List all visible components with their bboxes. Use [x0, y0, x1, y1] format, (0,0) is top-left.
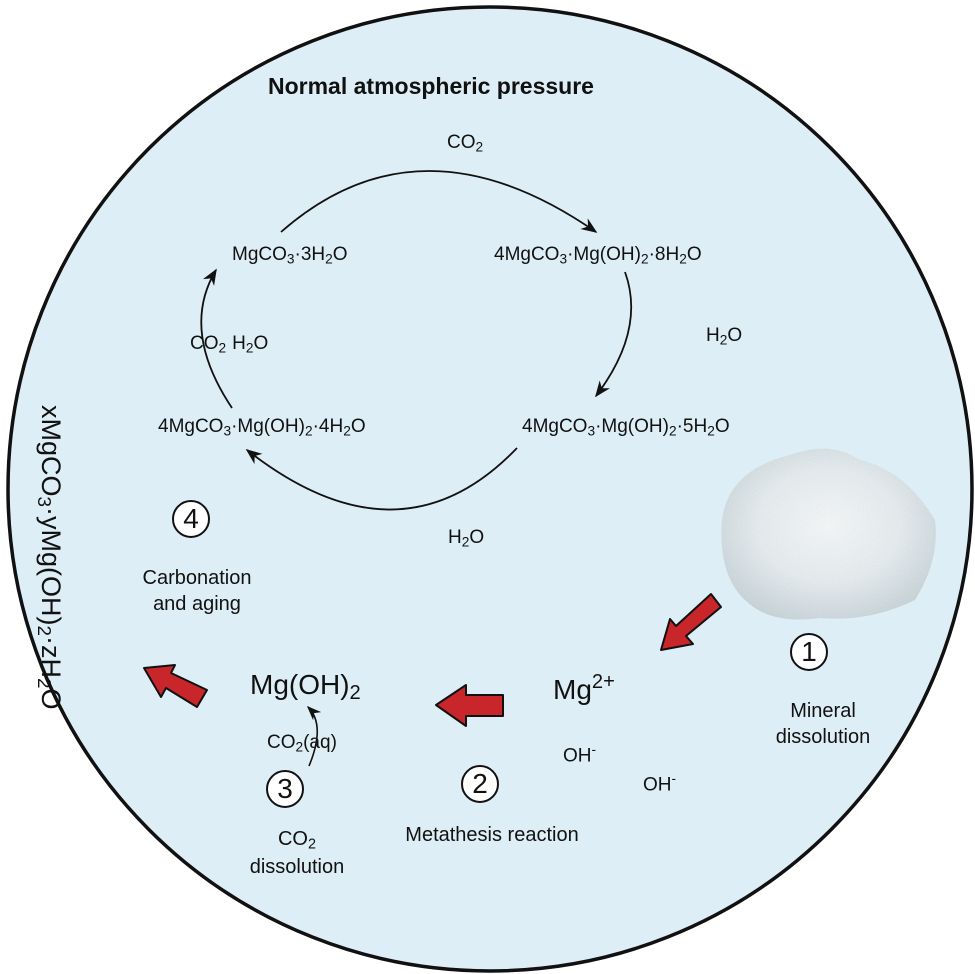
- species-co2-aq: CO2(aq): [267, 732, 337, 755]
- compound-hydromagnesite-4h2o: 4MgCO3·Mg(OH)2·4H2O: [158, 416, 366, 439]
- step-1-marker: 1: [790, 633, 828, 671]
- diagram-title: Normal atmospheric pressure: [268, 73, 594, 99]
- compound-mgco3-3h2o: MgCO3·3H2O: [232, 244, 348, 267]
- species-mg2-ion: Mg2+: [553, 671, 615, 706]
- arc-right-h2o: [595, 271, 633, 398]
- reagent-right-h2o: H2O: [706, 325, 743, 348]
- species-mg-oh2: Mg(OH)2: [250, 669, 361, 705]
- arc-co2aq-to-mgoh2: [306, 705, 322, 767]
- reaction-vessel-circle: [6, 5, 974, 973]
- reagent-bottom-h2o: H2O: [448, 527, 485, 550]
- red-arrow-ions-to-mgoh2: [435, 684, 504, 727]
- step-3-marker: 3: [266, 770, 304, 808]
- red-arrow-mgoh2-to-product: [143, 664, 208, 708]
- step-3-label: CO2 dissolution: [249, 828, 345, 879]
- product-formula: xMgCO3·yMg(OH)2·zH2O: [33, 405, 66, 710]
- species-hydroxide-2: OH-: [643, 771, 677, 796]
- powder-pile-icon: [721, 448, 936, 620]
- arc-bottom-h2o: [245, 447, 518, 511]
- compound-hydromagnesite-8h2o: 4MgCO3·Mg(OH)2·8H2O: [494, 244, 702, 267]
- species-hydroxide-1: OH-: [563, 742, 597, 767]
- arc-left-co2-h2o: [200, 268, 233, 409]
- step-4-marker: 4: [172, 500, 210, 538]
- reagent-top-co2: CO2: [447, 132, 484, 155]
- step-2-marker: 2: [461, 765, 499, 803]
- compound-hydromagnesite-5h2o: 4MgCO3·Mg(OH)2·5H2O: [522, 416, 730, 439]
- red-arrow-mineral-to-ions: [660, 593, 722, 651]
- step-2-label: Metathesis reaction: [405, 824, 579, 846]
- arc-top-co2: [280, 170, 598, 233]
